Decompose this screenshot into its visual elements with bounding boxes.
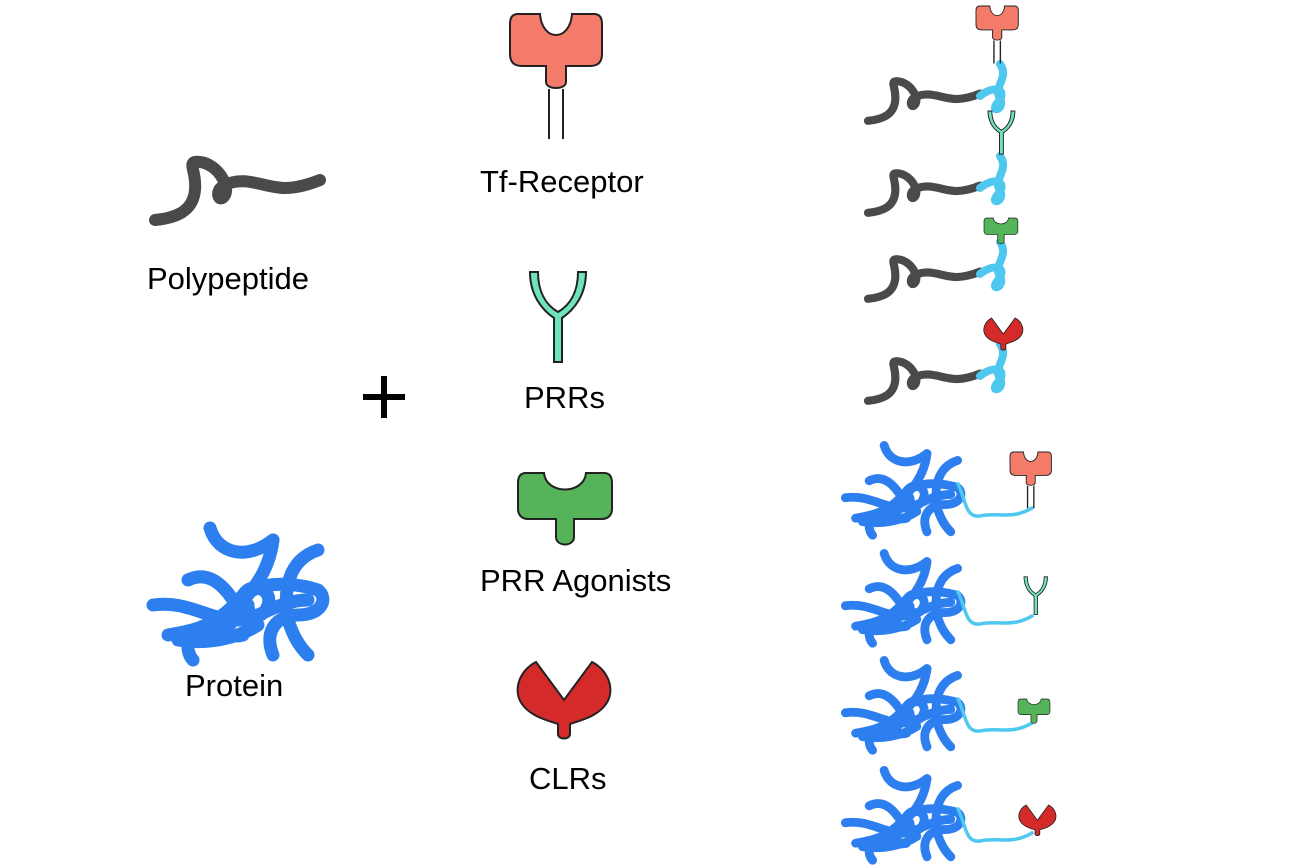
linker — [976, 152, 1008, 206]
polypeptide-icon — [868, 173, 980, 213]
polypeptide-label: Polypeptide — [147, 261, 310, 296]
conjugate-protein-prr-agonist — [845, 660, 1051, 750]
tf-receptor-icon — [975, 5, 1019, 64]
polypeptide-icon — [868, 259, 980, 299]
linker — [956, 482, 1034, 518]
prr-icon — [529, 271, 587, 363]
linker — [956, 697, 1034, 733]
prr-icon — [1023, 576, 1048, 616]
conjugate-polypeptide-prr — [868, 110, 1016, 213]
protein-label: Protein — [185, 668, 284, 703]
protein-conjugates — [845, 445, 1057, 860]
protein-icon — [845, 445, 960, 535]
polypeptide-conjugates — [868, 5, 1024, 401]
polypeptide-icon — [868, 361, 980, 401]
prr-agonist-icon — [1017, 698, 1051, 724]
conjugate-polypeptide-prr-agonist — [868, 217, 1019, 299]
linker — [956, 590, 1034, 626]
plus-icon — [363, 376, 405, 418]
tf-receptor-icon — [1009, 451, 1052, 509]
clr-icon — [983, 317, 1024, 351]
tf-receptor-label: Tf-Receptor — [480, 164, 644, 199]
linker — [976, 60, 1008, 114]
clrs-label: CLRs — [529, 761, 607, 796]
linker — [976, 238, 1008, 292]
prr-agonist-icon — [517, 472, 613, 546]
protein-icon — [845, 553, 960, 643]
polypeptide-icon — [868, 81, 980, 121]
conjugate-polypeptide-tf-receptor — [868, 5, 1019, 121]
protein-icon — [845, 660, 960, 750]
polypeptide-icon — [155, 162, 320, 220]
protein-icon — [153, 528, 323, 660]
prr-icon — [987, 110, 1016, 155]
prr-agonists-label: PRR Agonists — [480, 563, 672, 598]
conjugate-protein-prr — [845, 553, 1048, 643]
prr-agonist-icon — [983, 217, 1019, 245]
protein-icon — [845, 770, 960, 860]
clr-icon — [1018, 804, 1057, 836]
prrs-label: PRRs — [524, 380, 605, 415]
conjugate-polypeptide-clr — [868, 317, 1024, 401]
linker — [956, 807, 1034, 843]
linker — [976, 340, 1008, 394]
tf-receptor-icon — [509, 13, 603, 139]
conjugate-protein-tf-receptor — [845, 445, 1052, 535]
clr-icon — [516, 661, 612, 740]
conjugate-protein-clr — [845, 770, 1057, 860]
